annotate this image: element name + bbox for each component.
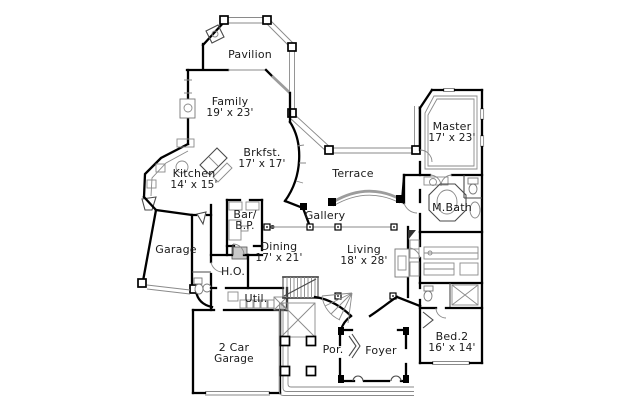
curved-stair xyxy=(321,292,353,324)
pavilion-structure xyxy=(185,15,421,155)
utility-structure xyxy=(191,286,289,312)
kitchen-island xyxy=(199,147,228,176)
kitchen-door-swing xyxy=(141,196,157,211)
bar-butlers-pantry-structure xyxy=(225,198,275,260)
terrace-column xyxy=(324,145,334,155)
porch-pier xyxy=(305,365,317,377)
porch-structure xyxy=(279,302,414,396)
master-bath-toilet xyxy=(468,183,478,195)
rear-hall-structure xyxy=(400,175,420,277)
pavilion-column xyxy=(262,15,272,25)
pavilion-grill-icon xyxy=(205,24,225,44)
room-label-pavilion: Pavilion xyxy=(228,47,272,61)
porch-pier xyxy=(305,335,317,347)
master-bath-tub xyxy=(428,183,467,222)
kitchen-structure xyxy=(141,138,233,211)
pavilion-column xyxy=(287,108,297,118)
garage-door xyxy=(146,284,191,295)
bed2-door xyxy=(422,311,434,329)
gallery-structure xyxy=(263,189,404,300)
two-car-garage-door xyxy=(205,391,270,396)
room-label-porch: Por. xyxy=(322,342,344,356)
room-label-breakfast: Brkfst.17' x 17' xyxy=(238,145,286,171)
room-label-foyer: Foyer xyxy=(365,343,397,357)
front-door xyxy=(348,333,361,359)
master-closet-rods xyxy=(423,246,479,276)
room-label-utility: Util. xyxy=(244,291,268,305)
powder-room-fixtures xyxy=(192,271,212,295)
master-bath-fixtures xyxy=(423,175,482,222)
bath2-toilet xyxy=(423,290,433,302)
bath2-fixtures xyxy=(423,283,479,308)
terrace-column xyxy=(411,145,421,155)
dining-structure xyxy=(209,243,285,290)
family-room-structure xyxy=(179,68,292,146)
porch-pier xyxy=(279,335,291,347)
gallery-columns xyxy=(263,223,398,300)
room-label-terrace: Terrace xyxy=(332,166,374,180)
room-label-garage: Garage xyxy=(155,242,197,256)
bath2-shower xyxy=(451,284,479,306)
room-label-gallery: Gallery xyxy=(304,208,346,222)
family-fireplace-icon xyxy=(179,98,196,119)
porch-pier-brace xyxy=(280,302,316,338)
pavilion-column xyxy=(219,15,229,25)
staircase xyxy=(282,276,319,299)
room-label-master-bath: M.Bath xyxy=(432,200,472,214)
garage-structure xyxy=(137,195,223,312)
foyer-structure xyxy=(338,327,409,383)
room-label-bar-bp: Bar/B.P. xyxy=(233,207,257,233)
pavilion-column xyxy=(287,42,297,52)
breakfast-bay-structure xyxy=(283,120,311,226)
two-car-garage-structure xyxy=(191,308,282,396)
living-fireplace-icon xyxy=(394,248,410,278)
porch-pier xyxy=(279,365,291,377)
room-label-home-office: H.O. xyxy=(220,264,246,278)
